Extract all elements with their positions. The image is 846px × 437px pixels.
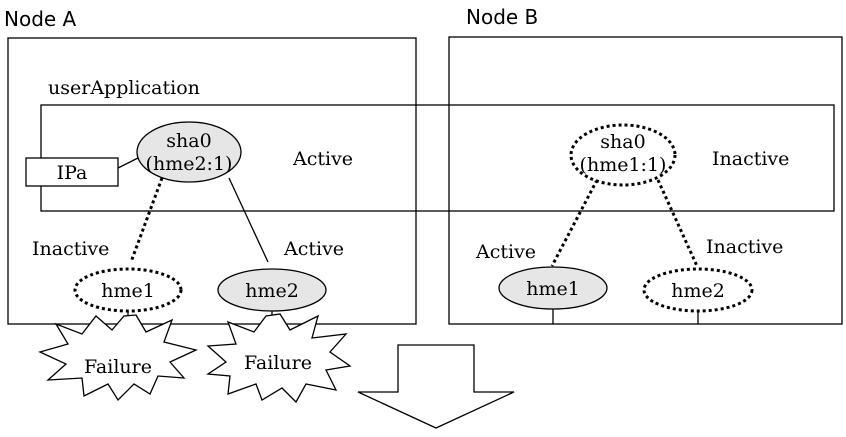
ipa-box bbox=[25, 157, 119, 187]
node-a-sha0-ellipse bbox=[136, 121, 242, 183]
node-b-hme1-state: Active bbox=[475, 241, 536, 263]
failure-burst-hme1 bbox=[38, 314, 198, 402]
node-a-sha0-state: Active bbox=[292, 148, 353, 170]
node-a-hme1-state: Inactive bbox=[32, 238, 109, 260]
link-sha0-hme1-node-b bbox=[550, 179, 599, 267]
node-b-box bbox=[448, 36, 843, 325]
node-b-title: Node B bbox=[466, 5, 538, 29]
node-b-sha0-binding: (hme1:1) bbox=[580, 154, 667, 176]
node-b-hme2-name: hme2 bbox=[671, 280, 725, 302]
link-sha0-hme1-node-a bbox=[129, 177, 164, 263]
node-b-sha0-name: sha0 bbox=[600, 131, 645, 153]
link-sha0-hme2-node-a bbox=[228, 177, 269, 263]
transition-down-arrow bbox=[357, 344, 515, 429]
node-a-hme2-name: hme2 bbox=[245, 280, 299, 302]
node-b-hme2-state: Inactive bbox=[706, 236, 783, 258]
failure-hme2-label: Failure bbox=[244, 352, 312, 374]
failure-burst-hme2 bbox=[206, 313, 352, 404]
link-sha0-hme2-node-b bbox=[656, 179, 699, 267]
node-a-box bbox=[7, 37, 417, 325]
node-b-sha0-ellipse bbox=[569, 123, 677, 187]
node-a-sha0-binding: (hme2:1) bbox=[146, 153, 233, 175]
node-b-sha0-state: Inactive bbox=[712, 148, 789, 170]
node-a-hme2-state: Active bbox=[283, 238, 344, 260]
node-a-title: Node A bbox=[4, 7, 77, 31]
node-b-hme1-name: hme1 bbox=[526, 278, 580, 300]
node-a-sha0-name: sha0 bbox=[166, 130, 211, 152]
failure-hme1-label: Failure bbox=[84, 356, 152, 378]
node-a-hme1-name: hme1 bbox=[101, 280, 155, 302]
user-application-label: userApplication bbox=[48, 77, 200, 99]
ipa-label: IPa bbox=[57, 162, 88, 184]
